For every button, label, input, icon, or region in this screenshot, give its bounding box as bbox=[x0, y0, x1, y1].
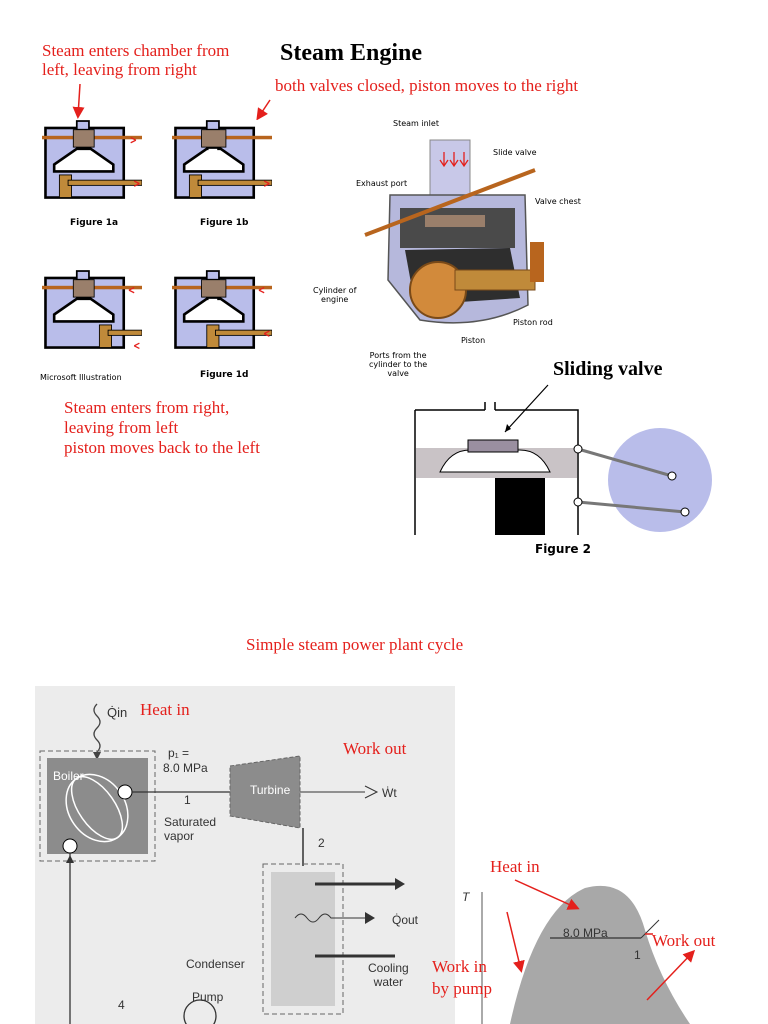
label-saturated-vapor: Saturated vapor bbox=[164, 815, 217, 843]
figure-1b bbox=[172, 120, 272, 199]
figure-1c bbox=[42, 270, 142, 349]
label-t-axis: T bbox=[462, 890, 470, 904]
label-turbine: Turbine bbox=[250, 783, 291, 797]
label-ports: Ports from the cylinder to the valve bbox=[369, 351, 428, 378]
label-state-2: 2 bbox=[318, 836, 325, 850]
caption-fig1a: Figure 1a bbox=[70, 218, 119, 228]
pointer-arrows bbox=[72, 83, 271, 120]
label-slide-valve: Slide valve bbox=[493, 148, 537, 157]
note-both-valves-closed: both valves closed, piston moves to the … bbox=[275, 76, 579, 95]
label-wt: Ẇt bbox=[382, 786, 397, 800]
engine-cutaway-diagram bbox=[364, 139, 544, 324]
label-cooling-water: Cooling water bbox=[368, 961, 409, 989]
figure-1a bbox=[42, 120, 142, 199]
label-pump: Pump bbox=[192, 990, 224, 1004]
label-valve-chest: Valve chest bbox=[535, 197, 581, 206]
label-piston-rod: Piston rod bbox=[513, 318, 553, 327]
power-plant-scan-panel bbox=[35, 686, 455, 1024]
label-q-out: Q̇out bbox=[392, 913, 419, 927]
label-boiler: Boiler bbox=[53, 769, 84, 783]
label-piston: Piston bbox=[461, 336, 486, 345]
caption-fig1d: Figure 1d bbox=[200, 370, 249, 380]
label-q-in: Q̇in bbox=[107, 705, 128, 720]
page-title: Steam Engine bbox=[280, 40, 423, 66]
label-work-in-by-pump: Work in by pump bbox=[432, 957, 492, 998]
label-p1-value: 8.0 MPa bbox=[163, 761, 208, 775]
caption-figure-2: Figure 2 bbox=[535, 542, 592, 556]
label-cylinder: Cylinder of engine bbox=[313, 286, 357, 304]
label-condenser: Condenser bbox=[186, 957, 245, 971]
sliding-valve-title: Sliding valve bbox=[553, 358, 663, 380]
label-p1: p₁ = bbox=[168, 746, 190, 760]
credit-microsoft: Microsoft Illustration bbox=[40, 373, 122, 382]
ts-diagram bbox=[481, 879, 696, 1024]
label-exhaust-port: Exhaust port bbox=[356, 179, 408, 188]
label-work-out-1: Work out bbox=[343, 739, 407, 758]
note-steam-enters-left: Steam enters chamber from left, leaving … bbox=[42, 41, 230, 79]
label-ts-state-1: 1 bbox=[634, 948, 641, 962]
figure-1d bbox=[172, 270, 272, 349]
label-state-4: 4 bbox=[118, 998, 125, 1012]
label-8mpa-ts: 8.0 MPa bbox=[563, 926, 608, 940]
sliding-valve-diagram bbox=[414, 384, 712, 535]
label-heat-in-1: Heat in bbox=[140, 700, 190, 719]
power-plant-title: Simple steam power plant cycle bbox=[246, 635, 464, 654]
note-steam-enters-right: Steam enters from right, leaving from le… bbox=[64, 398, 260, 457]
label-heat-in-2: Heat in bbox=[490, 857, 540, 876]
power-plant-schematic bbox=[39, 703, 405, 1024]
label-work-out-2: Work out bbox=[652, 931, 716, 950]
label-steam-inlet: Steam inlet bbox=[393, 119, 439, 128]
label-state-1: 1 bbox=[184, 793, 191, 807]
caption-fig1b: Figure 1b bbox=[200, 218, 249, 228]
